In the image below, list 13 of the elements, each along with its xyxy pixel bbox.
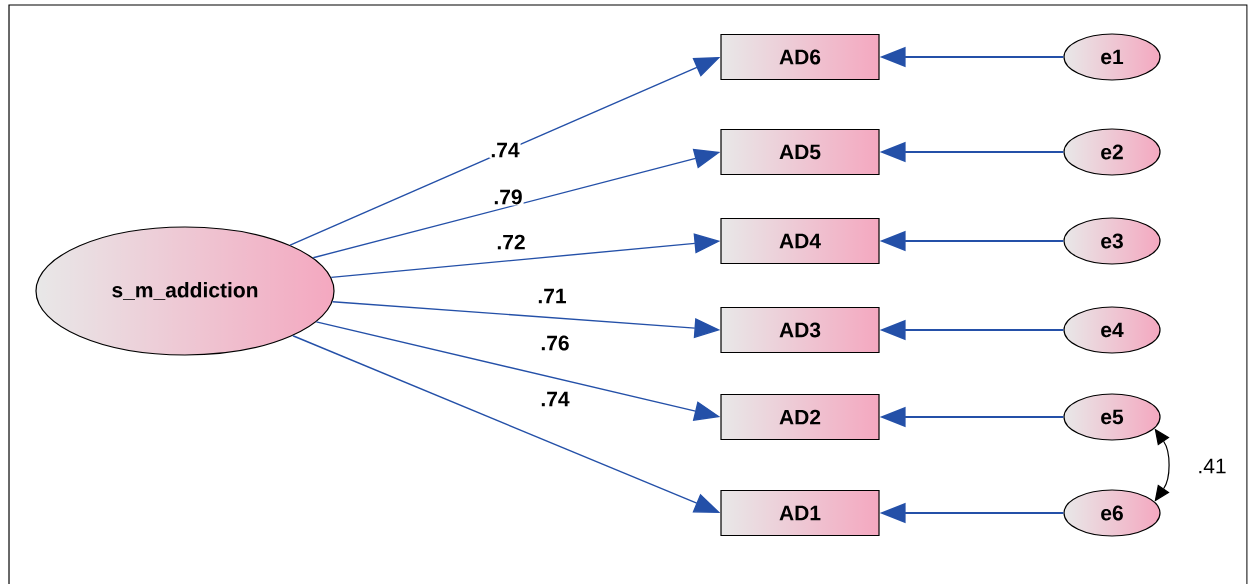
path-coefficient: .74 <box>539 390 571 408</box>
path-coefficient: .72 <box>495 233 527 251</box>
path-coefficient: .74 <box>489 141 521 159</box>
path-coefficient: .79 <box>492 188 524 206</box>
observed-variable-box: AD2 <box>720 393 880 441</box>
observed-variable-box: AD4 <box>720 217 880 265</box>
path-coefficient: .76 <box>539 334 571 352</box>
observed-variable-box: AD6 <box>720 33 880 81</box>
path-coefficient: .41 <box>1196 457 1228 475</box>
path-coefficient: .71 <box>536 287 568 305</box>
observed-variable-box: AD5 <box>720 128 880 176</box>
observed-variable-box: AD1 <box>720 489 880 537</box>
observed-variable-box: AD3 <box>720 306 880 354</box>
